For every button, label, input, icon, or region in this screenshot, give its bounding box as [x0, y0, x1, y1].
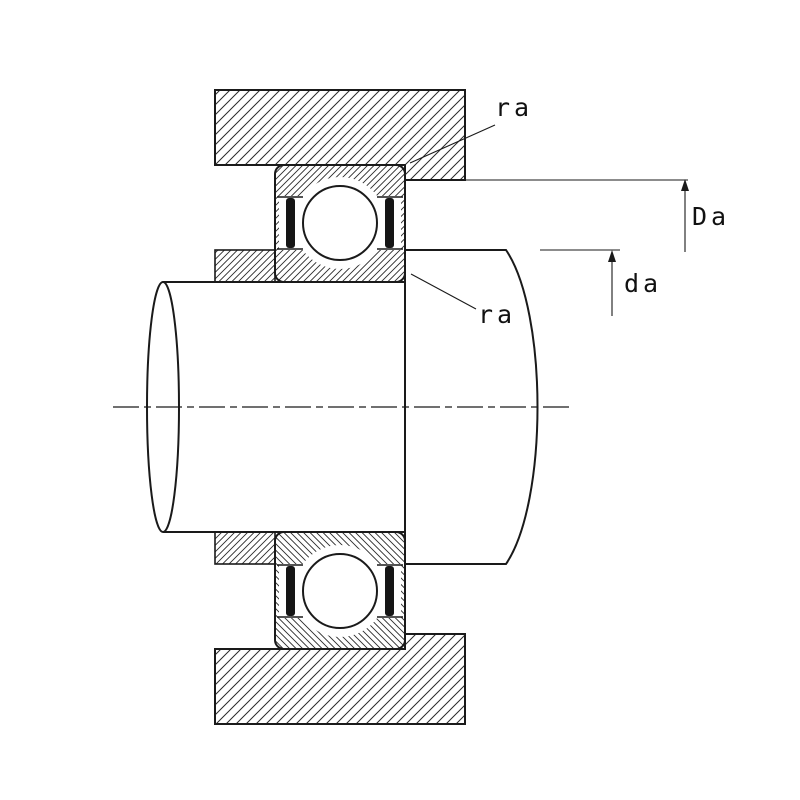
- upper-bearing: [274, 164, 406, 283]
- lower-bearing: [274, 531, 406, 650]
- abutment-ring-lower: [214, 531, 276, 565]
- da-arrowhead-icon: [608, 250, 616, 262]
- Da-label: Da: [692, 202, 730, 231]
- abutment-ring-upper: [214, 249, 276, 283]
- dimensions: ra Da da ra: [409, 93, 730, 329]
- ra-label-bottom: ra: [478, 300, 516, 329]
- Da-arrowhead-icon: [681, 179, 689, 191]
- ra-leader-top: [409, 124, 496, 164]
- da-label: da: [624, 269, 662, 298]
- ra-leader-bottom: [410, 273, 477, 310]
- ra-label-top: ra: [495, 93, 533, 122]
